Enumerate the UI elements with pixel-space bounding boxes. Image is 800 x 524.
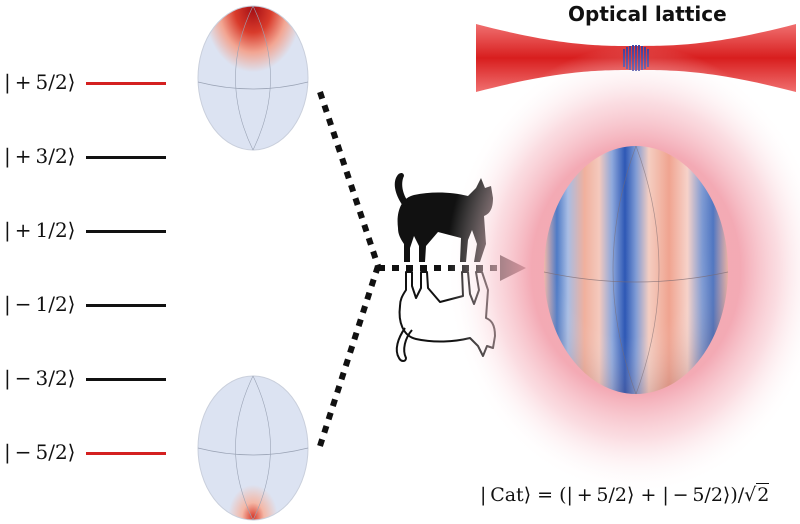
level-label-minus-3-2: | − 3/2⟩ <box>4 366 76 390</box>
optical-lattice-title: Optical lattice <box>568 2 727 26</box>
level-line-plus-3-2 <box>86 156 166 159</box>
level-line-minus-5-2 <box>86 452 166 455</box>
level-label-minus-1-2: | − 1/2⟩ <box>4 292 76 316</box>
level-line-minus-3-2 <box>86 378 166 381</box>
level-label-plus-3-2: | + 3/2⟩ <box>4 144 76 168</box>
level-line-minus-1-2 <box>86 304 166 307</box>
top-sphere <box>197 5 309 151</box>
cat-state-formula: | Cat⟩ = (| + 5/2⟩ + | − 5/2⟩)/√2 <box>480 483 770 506</box>
level-label-plus-1-2: | + 1/2⟩ <box>4 218 76 242</box>
bottom-sphere <box>197 375 309 521</box>
level-label-minus-5-2: | − 5/2⟩ <box>4 440 76 464</box>
cat-state-sphere <box>446 45 800 495</box>
formula-main: | Cat⟩ = (| + 5/2⟩ + | − 5/2⟩)/ <box>480 484 745 506</box>
level-label-plus-5-2: | + 5/2⟩ <box>4 70 76 94</box>
sqrt-argument: 2 <box>756 483 770 506</box>
level-line-plus-5-2 <box>86 82 166 85</box>
level-line-plus-1-2 <box>86 230 166 233</box>
sqrt-symbol: √ <box>744 484 757 506</box>
